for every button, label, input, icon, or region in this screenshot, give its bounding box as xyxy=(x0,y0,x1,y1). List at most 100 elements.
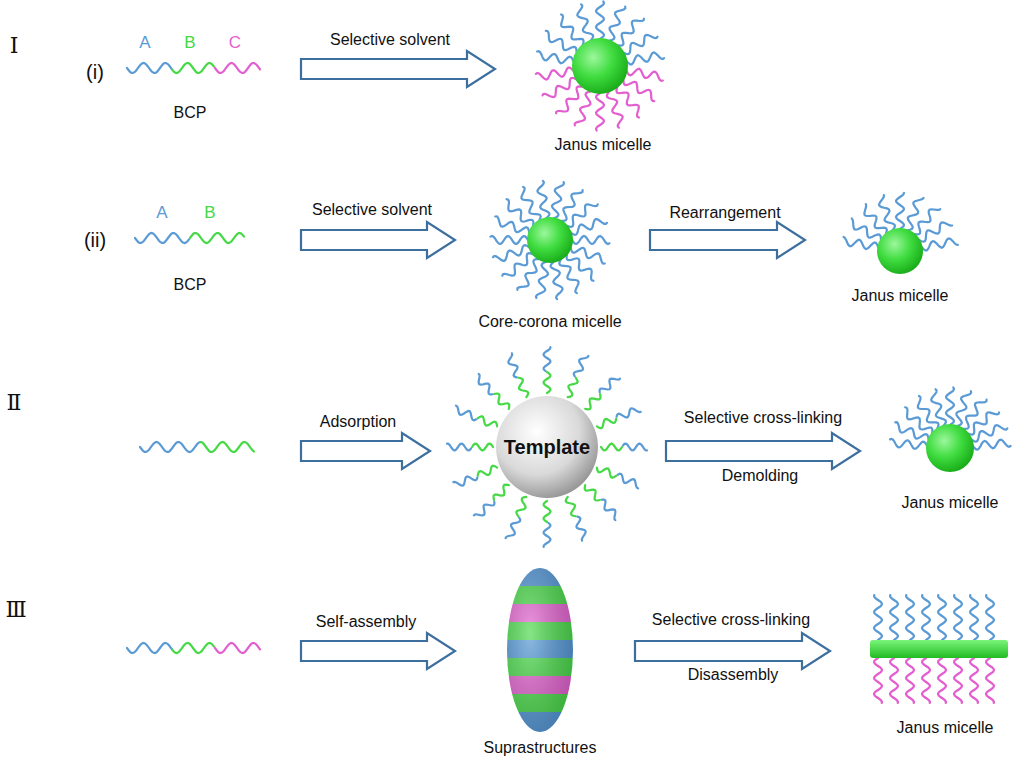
polymer-chain xyxy=(474,502,495,516)
row-numeral: Ⅲ xyxy=(5,598,26,622)
polymer-chain xyxy=(627,69,663,81)
polymer-chain xyxy=(491,236,529,244)
block-letter: A xyxy=(156,204,167,223)
step-label: Demolding xyxy=(722,467,798,485)
polymer-chain xyxy=(568,378,578,397)
block-arrow xyxy=(650,222,805,258)
polymer-chain xyxy=(556,86,583,113)
polymer-chain xyxy=(575,91,591,125)
polymer-chain xyxy=(172,63,214,73)
polymer-chain xyxy=(946,388,954,426)
polymer-chain xyxy=(215,643,260,653)
polymer-chain xyxy=(190,233,244,243)
polymer-chain xyxy=(544,501,551,522)
polymer-chain xyxy=(931,389,946,426)
polymer-chain xyxy=(495,216,529,232)
polymer-chain xyxy=(585,394,600,409)
polymer-chain xyxy=(478,466,497,476)
product-label: Janus micelle xyxy=(852,287,949,305)
product-label: Janus micelle xyxy=(555,136,652,154)
polymer-chain xyxy=(506,518,521,538)
step-label: Selective solvent xyxy=(330,31,450,49)
template-fill xyxy=(496,396,598,498)
step-label: Rearrangement xyxy=(669,204,780,222)
step-label: Selective cross-linking xyxy=(684,409,842,427)
polymer-chain xyxy=(890,439,927,449)
polymer-chain xyxy=(536,68,574,80)
polymer-chain xyxy=(601,444,622,451)
polymer-chain xyxy=(618,474,638,489)
polymer-chain xyxy=(552,182,564,218)
polymer-chain xyxy=(543,78,577,97)
template-sphere: Template xyxy=(495,395,599,499)
polymer-chain xyxy=(127,63,172,73)
polymer-chain xyxy=(544,523,551,547)
polymer-chain xyxy=(135,233,189,243)
step-label: Selective cross-linking xyxy=(652,611,810,629)
polymer-chain xyxy=(566,497,576,516)
polymer-chain xyxy=(537,51,573,63)
product-label: Janus micelle xyxy=(902,494,999,512)
step-label: Adsorption xyxy=(320,413,397,431)
polymer-chain xyxy=(938,595,946,640)
polymer-chain xyxy=(954,658,962,703)
block-letter: A xyxy=(139,34,150,53)
polymer-chain xyxy=(922,238,958,250)
polymer-chain xyxy=(986,658,994,703)
polymer-chain xyxy=(516,497,526,516)
polymer-chain xyxy=(623,35,657,54)
block-arrow xyxy=(301,51,495,87)
polymer-chain xyxy=(551,262,563,300)
polymer-chain xyxy=(215,63,260,73)
polymer-chain xyxy=(600,379,621,393)
block-arrow xyxy=(666,433,860,469)
block-letter: B xyxy=(204,204,215,223)
micelle-core xyxy=(926,424,974,472)
polymer-chain xyxy=(922,595,930,640)
polymer-chain xyxy=(896,193,904,229)
polymer-chain xyxy=(453,476,477,485)
polymer-chain xyxy=(623,444,647,451)
polymer-chain xyxy=(572,236,610,244)
sub-label: (i) xyxy=(86,61,104,83)
polymer-chain xyxy=(895,422,929,439)
polymer-chain xyxy=(472,444,493,451)
polymer-chain xyxy=(609,7,625,41)
polymer-chain xyxy=(597,468,616,478)
polymer-chain xyxy=(447,444,471,451)
polymer-chain xyxy=(571,248,605,264)
micelle-core xyxy=(877,228,923,274)
polymer-chain xyxy=(627,53,665,65)
polymer-chain xyxy=(571,219,607,235)
polymer-chain xyxy=(479,374,493,395)
row-numeral: Ⅱ xyxy=(7,391,22,415)
polymer-chain xyxy=(956,391,971,426)
process-arrows xyxy=(301,51,860,669)
polymer-chains xyxy=(127,2,1011,704)
janus-sheet-core xyxy=(870,640,1008,658)
polymer-chain xyxy=(140,442,200,452)
polymer-chain xyxy=(922,658,930,703)
polymer-chain xyxy=(537,181,549,219)
step-label: Self-assembly xyxy=(316,613,416,631)
polymer-chain xyxy=(200,442,254,452)
step-label: Disassembly xyxy=(688,666,779,684)
block-arrow xyxy=(301,433,430,469)
block-letter: C xyxy=(229,34,241,53)
polymer-chain xyxy=(890,595,898,640)
polymer-chain xyxy=(874,595,882,640)
row-numeral: Ⅰ xyxy=(10,34,19,58)
polymer-chain xyxy=(127,643,172,653)
suprastructure-ellipsoid xyxy=(500,566,580,734)
polymer-chain xyxy=(617,19,644,46)
polymer-chain xyxy=(597,418,616,428)
micelle-core xyxy=(572,38,628,94)
polymer-chain xyxy=(544,372,551,393)
step-label: Selective solvent xyxy=(312,201,432,219)
polymer-chain xyxy=(561,15,583,46)
polymer-chain xyxy=(574,356,589,376)
polymer-chain xyxy=(602,500,616,520)
chain-label: BCP xyxy=(174,276,207,294)
polymer-chain xyxy=(596,93,604,131)
polymer-chain xyxy=(494,394,509,409)
